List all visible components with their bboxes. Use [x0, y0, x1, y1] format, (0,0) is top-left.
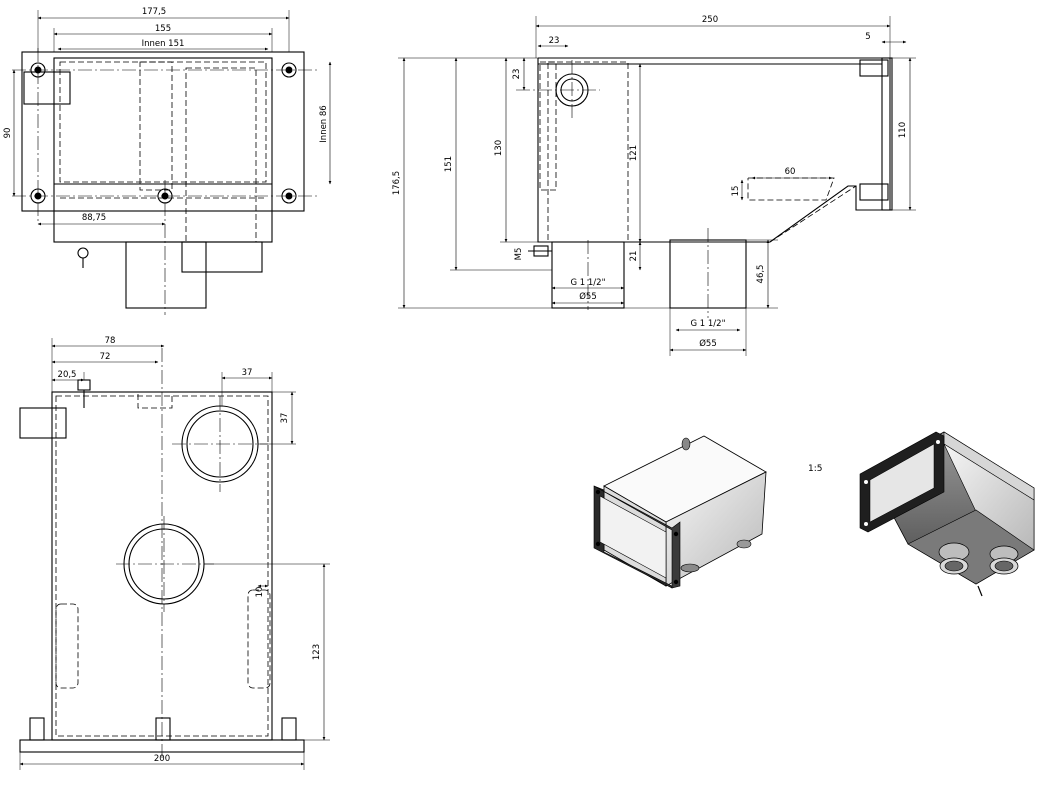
isometric-view-left	[593, 435, 767, 589]
top-view: 177,5 155 Innen 151 90 Innen 86 88,75	[3, 7, 332, 315]
dim-text: 90	[3, 128, 13, 139]
dim-text: 123	[312, 644, 322, 660]
dim-text: 250	[702, 15, 718, 25]
isometric-view-right	[859, 431, 1035, 597]
dim-text: 151	[444, 156, 454, 172]
dim-text: 78	[105, 336, 116, 346]
dim-text: 37	[242, 368, 253, 378]
dim-text: 23	[549, 36, 560, 46]
dim-text: 155	[155, 24, 171, 34]
dim-text: 20,5	[58, 370, 77, 380]
dim-text: 5	[865, 32, 870, 42]
nozzle-icon	[989, 545, 1019, 575]
dim-text: 176,5	[392, 171, 402, 195]
dim-text: 88,75	[82, 213, 106, 223]
dim-text: 60	[785, 167, 796, 177]
front-view: 78 72 20,5 37 37 10 123 200	[19, 336, 330, 770]
dim-text: G 1 1/2"	[571, 278, 606, 288]
dim-text: Innen 151	[142, 39, 185, 49]
side-view: 250 23 5 23 176,5 151 130 121 110 60 15 …	[392, 15, 916, 356]
dim-text: 37	[280, 413, 290, 424]
dim-text: Ø55	[579, 291, 597, 302]
dim-text: Ø55	[699, 338, 717, 349]
dim-text: 15	[731, 186, 741, 197]
dim-text: 121	[629, 145, 639, 161]
dim-text: 200	[154, 754, 170, 764]
dim-text: 46,5	[756, 265, 766, 284]
dim-text: 110	[898, 122, 908, 138]
dim-text: 72	[100, 352, 111, 362]
dim-text: M5	[514, 248, 524, 261]
scale-label: 1:5	[808, 464, 822, 474]
nozzle-icon	[938, 542, 970, 575]
dim-text: 23	[512, 69, 522, 80]
dim-text: G 1 1/2"	[691, 319, 726, 329]
dim-text: 21	[629, 251, 639, 262]
dim-text: Innen 86	[319, 105, 329, 142]
dim-text: 177,5	[142, 7, 166, 17]
dim-text: 130	[494, 140, 504, 156]
dim-text: 10	[255, 587, 265, 598]
